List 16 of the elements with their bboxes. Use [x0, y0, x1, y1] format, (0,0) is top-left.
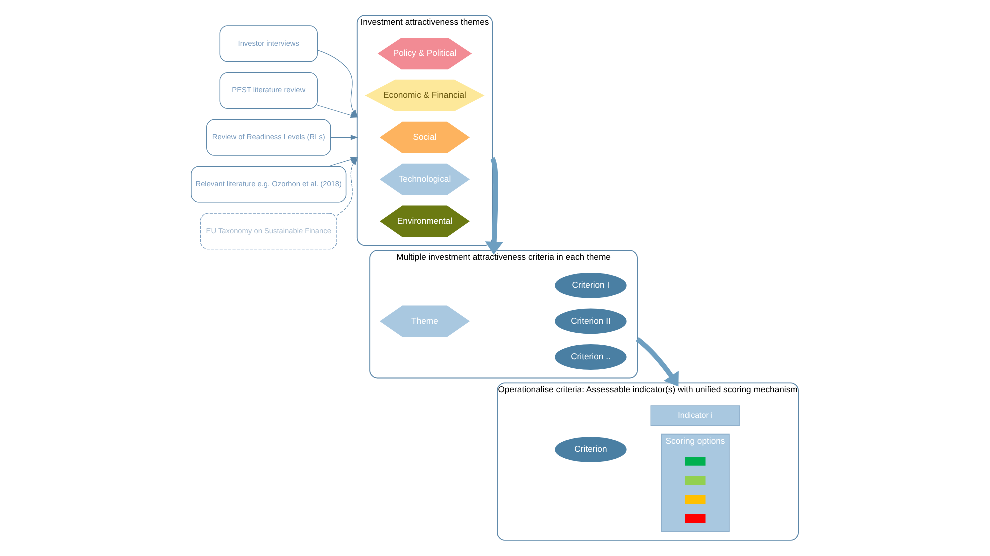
node-ellipse: Criterion: [555, 437, 627, 462]
arrow: [336, 158, 358, 216]
arrow: [636, 337, 679, 387]
cluster: Scoring options: [661, 434, 730, 532]
node-bar: [685, 495, 706, 504]
node-bar: [685, 514, 706, 524]
node-ellipse: Criterion ..: [555, 344, 627, 370]
node-bar: [685, 457, 706, 466]
node-ellipse: Criterion II: [555, 308, 627, 334]
arrow: [330, 135, 358, 140]
arrow: [328, 157, 358, 167]
node-ellipse: Criterion I: [555, 273, 627, 298]
arrow: [485, 158, 504, 255]
node-bar: [685, 476, 706, 485]
arrow: [317, 50, 358, 118]
arrow: [317, 105, 358, 118]
